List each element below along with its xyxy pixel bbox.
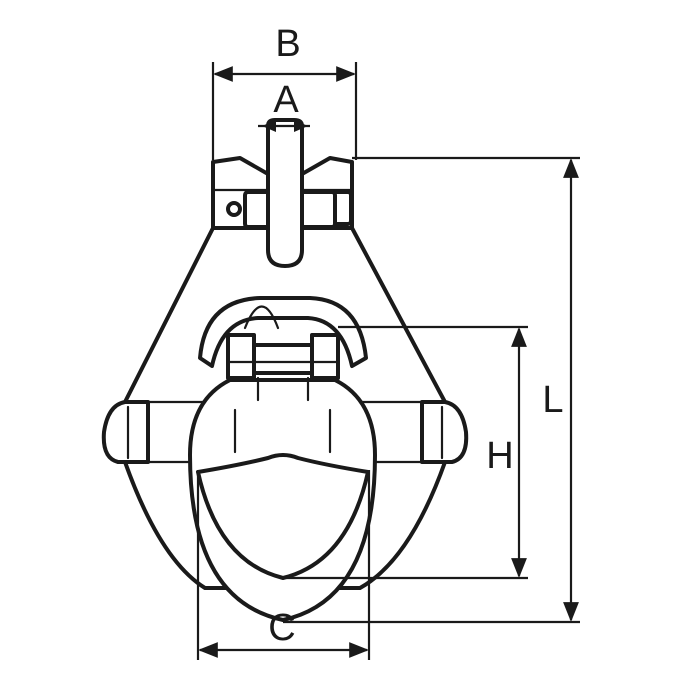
latch-spring (243, 305, 280, 330)
dim-l-label: L (542, 379, 563, 421)
retaining-pin-hole (226, 201, 242, 217)
dim-a-arrow-left (262, 120, 276, 132)
hook-body (101, 118, 469, 622)
dim-a-arrow-right (294, 120, 308, 132)
dim-h-label: H (486, 435, 513, 477)
latch-arc (198, 296, 368, 368)
left-wing (101, 400, 150, 464)
dim-b-label: B (275, 23, 300, 65)
lug-slot (266, 118, 304, 268)
lock-bridge (252, 343, 314, 375)
dim-c-label: C (268, 607, 295, 649)
dim-a-label: A (273, 79, 299, 121)
lock-block (226, 333, 256, 380)
dimension-annotations: B A L H C (196, 23, 580, 660)
lock-block-right (310, 333, 340, 380)
right-wing (420, 400, 469, 464)
